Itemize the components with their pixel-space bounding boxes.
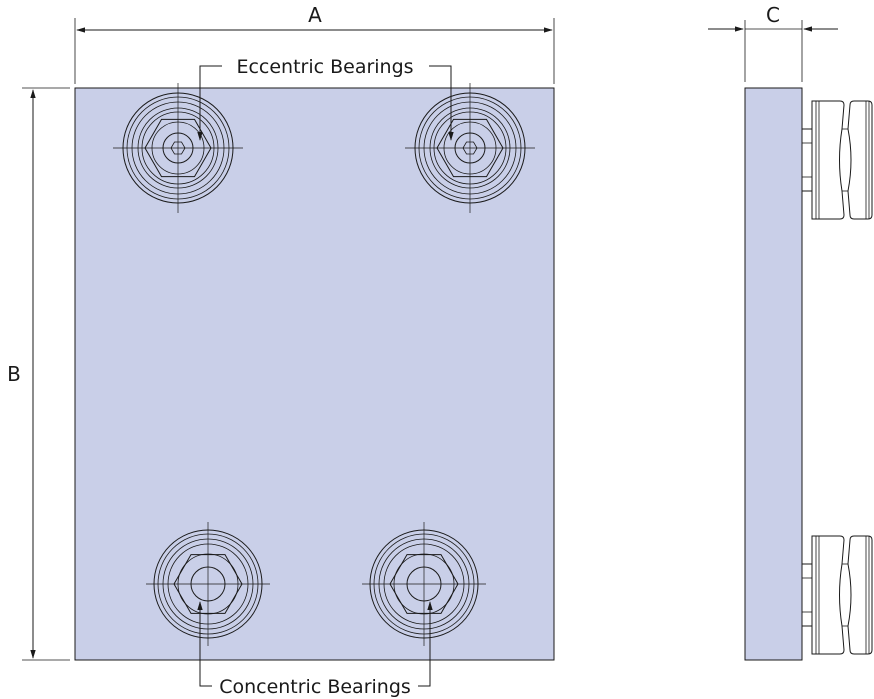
plate-side-view [744,87,803,661]
eccentric-bearings-label: Eccentric Bearings [236,56,413,78]
concentric-callout: Concentric Bearings [197,601,433,698]
dimension-c-label: C [766,3,780,27]
dimension-b-label: B [7,362,21,386]
dimension-a-label: A [308,3,322,27]
dimension-a: A [74,3,555,84]
eccentric-callout: Eccentric Bearings [197,56,454,141]
dimension-c: C [708,3,838,82]
side-bearing-top [801,100,873,220]
side-bearing-bottom [801,535,873,655]
concentric-bearings-label: Concentric Bearings [219,676,411,698]
dimension-b: B [7,87,70,661]
plate-front-view [74,87,555,661]
